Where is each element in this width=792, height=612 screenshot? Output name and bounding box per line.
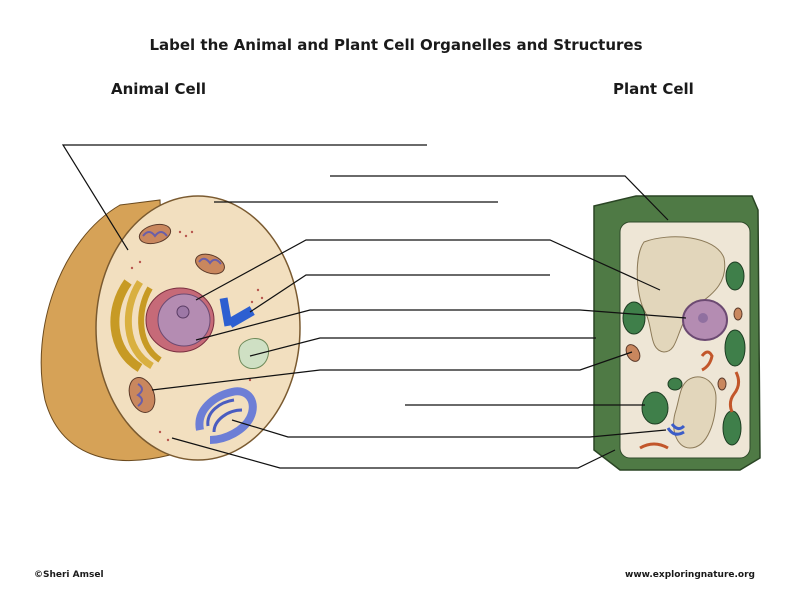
animal-mitochondrion-right — [195, 253, 225, 275]
animal-vacuole — [238, 338, 270, 369]
plant-endoplasmic-reticulum — [639, 350, 741, 450]
chloroplasts — [622, 261, 746, 446]
label-line-animal-nucleolus — [195, 309, 687, 341]
animal-endoplasmic-reticulum — [195, 387, 257, 444]
plant-mitochondria — [625, 307, 743, 391]
worksheet-title: Label the Animal and Plant Cell Organell… — [149, 36, 643, 54]
plant-nucleolus — [698, 313, 708, 323]
label-line-animal-lower-mitochondrion — [151, 351, 633, 391]
plant-nucleus — [682, 299, 728, 341]
label-line-animal-mitochondrion — [61, 144, 427, 251]
label-line-animal-er — [231, 419, 667, 438]
animal-mitochondrion-top — [138, 223, 172, 245]
label-line-animal-vacuole — [249, 337, 596, 357]
label-lines — [61, 144, 687, 469]
central-vacuole — [636, 236, 726, 353]
golgi-apparatus — [110, 279, 162, 372]
label-line-animal-centrioles — [249, 274, 550, 313]
animal-nucleolus — [176, 305, 190, 319]
plant-golgi — [666, 423, 686, 436]
animal-cell-heading: Animal Cell — [111, 80, 207, 98]
central-vacuole-lower — [673, 376, 717, 449]
plant-cell-heading: Plant Cell — [613, 80, 694, 98]
label-line-animal-nucleus — [195, 239, 661, 301]
plant-cell — [593, 195, 761, 471]
website-text: www.exploringnature.org — [625, 570, 755, 580]
centrioles — [219, 297, 255, 328]
copyright-text: ©Sheri Amsel — [34, 570, 104, 580]
animal-nucleus — [145, 287, 215, 353]
animal-cell — [40, 195, 301, 461]
animal-mitochondrion-bottom — [128, 377, 156, 413]
label-line-plant-cell-wall — [330, 175, 669, 221]
label-line-animal-membrane — [171, 437, 616, 469]
